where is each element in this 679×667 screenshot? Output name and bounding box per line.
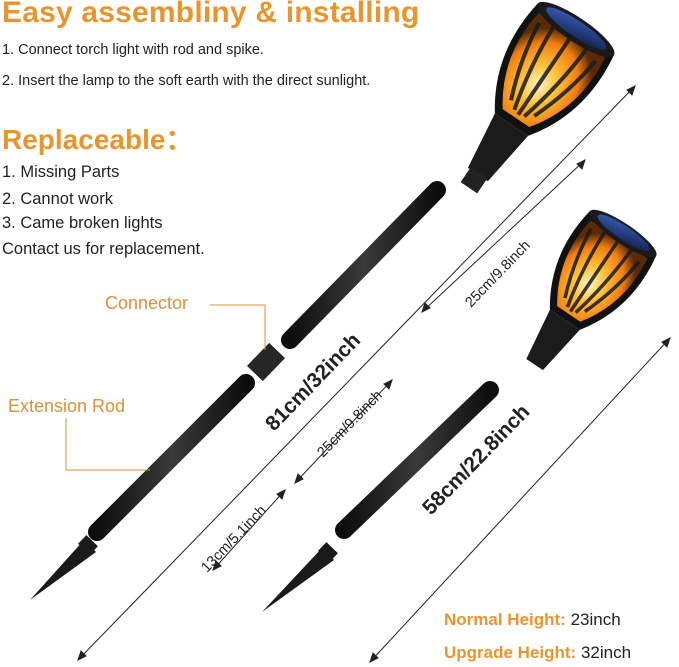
dim-short-total: 58cm/22.8inch: [418, 400, 534, 519]
dim-short-rod: 25cm/9.8inch: [462, 238, 533, 311]
short-torch: [262, 209, 657, 612]
extension-rod-callout: Extension Rod: [8, 396, 126, 416]
normal-height-value: 23inch: [570, 610, 621, 629]
replaceable-item-1: 1. Missing Parts: [2, 163, 120, 181]
dim-tall-rod: 25cm/9.8inch: [314, 388, 385, 461]
assembly-title: Easy assembliny & installing: [2, 0, 420, 29]
connector-sleeve: [246, 342, 286, 382]
replaceable-item-2: 2. Cannot work: [2, 190, 113, 208]
short-torch-head: [526, 209, 657, 371]
assembly-step-1: 1. Connect torch light with rod and spik…: [2, 42, 264, 58]
normal-height-label: Normal Height:: [444, 610, 566, 629]
tall-pole-upper: [281, 181, 446, 349]
extension-rod: [88, 374, 255, 541]
short-pole: [335, 381, 499, 539]
tall-torch-head: [460, 1, 615, 194]
short-spike: [262, 548, 334, 612]
assembly-step-2: 2. Insert the lamp to the soft earth wit…: [2, 73, 371, 89]
replaceable-title: Replaceable：: [2, 124, 194, 155]
normal-height: Normal Height: 23inch: [444, 610, 621, 630]
upgrade-height-label: Upgrade Height:: [444, 643, 577, 662]
tall-torch: [30, 1, 615, 600]
dim-spike: 13cm/5.1inch: [198, 503, 269, 576]
replaceable-contact: Contact us for replacement.: [2, 240, 205, 258]
replaceable-item-3: 3. Came broken lights: [2, 214, 163, 232]
dimension-lines: [77, 85, 671, 663]
connector-callout: Connector: [105, 293, 189, 313]
tall-spike: [30, 540, 96, 600]
upgrade-height: Upgrade Height: 32inch: [444, 643, 631, 663]
upgrade-height-value: 32inch: [580, 643, 632, 662]
callout-leaders: [65, 304, 266, 471]
